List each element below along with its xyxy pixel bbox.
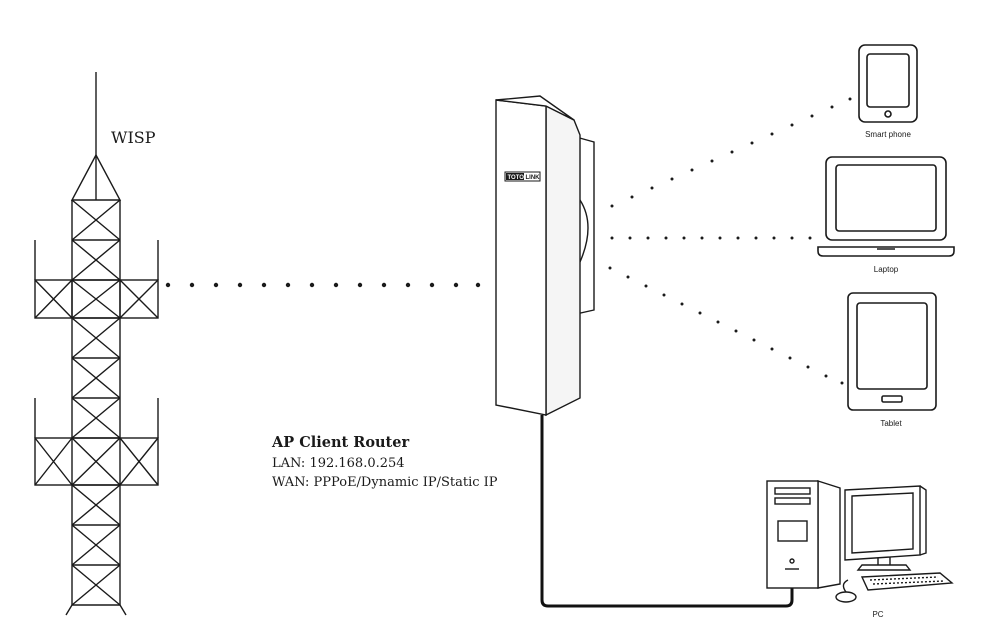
wireless-link-tablet bbox=[608, 266, 844, 385]
ap-client-router bbox=[495, 95, 595, 417]
laptop-icon bbox=[817, 156, 955, 257]
wireless-link-laptop bbox=[610, 236, 812, 240]
pc-label: PC bbox=[872, 610, 883, 619]
smartphone-label: Smart phone bbox=[865, 130, 911, 139]
router-wan: WAN: PPPoE/Dynamic IP/Static IP bbox=[272, 475, 498, 490]
wireless-link-smartphone bbox=[610, 97, 852, 208]
ethernet-cable bbox=[540, 415, 794, 608]
smartphone-icon bbox=[858, 44, 918, 123]
wisp-label: WISP bbox=[111, 128, 156, 147]
tablet-icon bbox=[847, 292, 937, 411]
tablet-label: Tablet bbox=[880, 419, 902, 428]
pc-icon bbox=[766, 480, 954, 603]
laptop-label: Laptop bbox=[874, 265, 899, 274]
router-lan: LAN: 192.168.0.254 bbox=[272, 456, 405, 471]
router-brand-left: TOTO bbox=[508, 175, 525, 181]
router-brand-right: LINK bbox=[526, 175, 541, 181]
router-title: AP Client Router bbox=[271, 434, 409, 451]
wisp-tower bbox=[34, 72, 159, 616]
wireless-link-tower bbox=[165, 282, 481, 288]
